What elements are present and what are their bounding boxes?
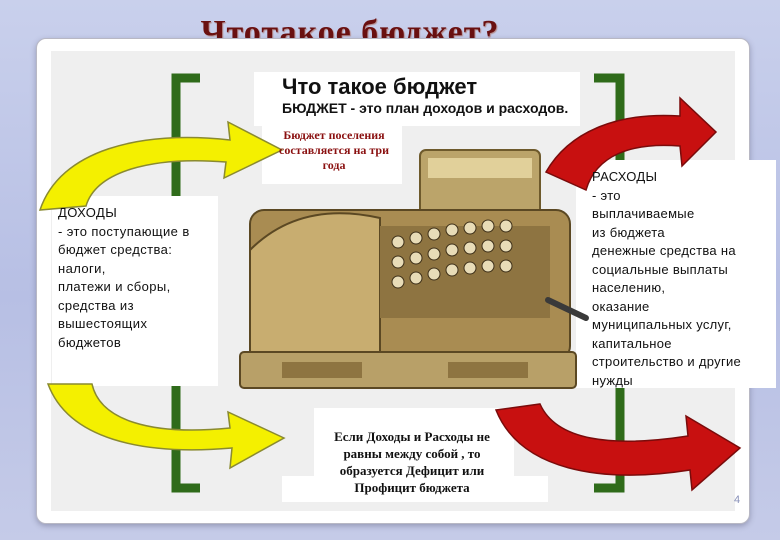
incomes-line: бюджетов — [58, 334, 122, 350]
incomes-line: - это поступающие в — [58, 223, 190, 239]
yellow-curved-arrow-top — [38, 120, 284, 211]
red-curved-arrow-bottom — [494, 403, 742, 492]
incomes-line: налоги, — [58, 260, 106, 276]
expenses-line: - это — [592, 187, 621, 203]
incomes-line: средства из — [58, 297, 134, 313]
bottom-note-line: образуется Дефицит или — [339, 463, 485, 478]
expenses-line: из бюджета — [592, 224, 665, 240]
heading-box — [254, 72, 580, 126]
expenses-line: социальные выплаты — [592, 261, 729, 277]
yellow-curved-arrow-bottom — [46, 383, 286, 470]
red-curved-arrow-top — [544, 96, 718, 192]
expenses-line: оказание — [592, 298, 650, 314]
cash-register-image — [239, 149, 589, 389]
incomes-line: бюджет средства: — [58, 242, 173, 257]
expenses-line: РАСХОДЫ — [592, 169, 658, 184]
slide-heading: Что такое бюджет — [282, 74, 478, 99]
expenses-line: выплачиваемые — [592, 206, 695, 221]
bottom-note-line: равны между собой , то — [343, 446, 481, 461]
incomes-description: ДОХОДЫ - это поступающие в бюджет средст… — [58, 204, 218, 352]
incomes-line: платежи и сборы, — [58, 279, 171, 294]
incomes-box — [52, 196, 218, 386]
expenses-line: строительство и другие — [592, 354, 742, 369]
budget-definition: БЮДЖЕТ - это план доходов и расходов. — [282, 100, 569, 116]
expenses-line: нужды — [592, 372, 633, 388]
expenses-line: денежные средства на — [592, 243, 736, 258]
deficit-surplus-note: Если Доходы и Расходы не равны между соб… — [312, 428, 512, 496]
incomes-line: ДОХОДЫ — [58, 205, 118, 220]
expenses-description: РАСХОДЫ - это выплачиваемые из бюджета д… — [592, 168, 772, 390]
bottom-note-line: Профицит бюджета — [354, 480, 470, 495]
settlement-note-line: года — [322, 158, 346, 172]
settlement-note-box — [262, 126, 402, 184]
bottom-strip — [282, 476, 548, 502]
page-number: 4 — [734, 494, 741, 506]
settlement-note-line: составляется на три — [279, 143, 389, 157]
expenses-box — [576, 160, 776, 388]
bottom-note-line: Если Доходы и Расходы не — [334, 429, 490, 444]
expenses-line: населению, — [592, 280, 666, 295]
expenses-line: капитальное — [592, 335, 672, 351]
settlement-note: Бюджет поселения составляется на три год… — [266, 128, 402, 173]
expenses-line: муниципальных услуг, — [592, 317, 732, 332]
settlement-note-line: Бюджет поселения — [283, 128, 385, 142]
incomes-line: вышестоящих — [58, 316, 148, 331]
